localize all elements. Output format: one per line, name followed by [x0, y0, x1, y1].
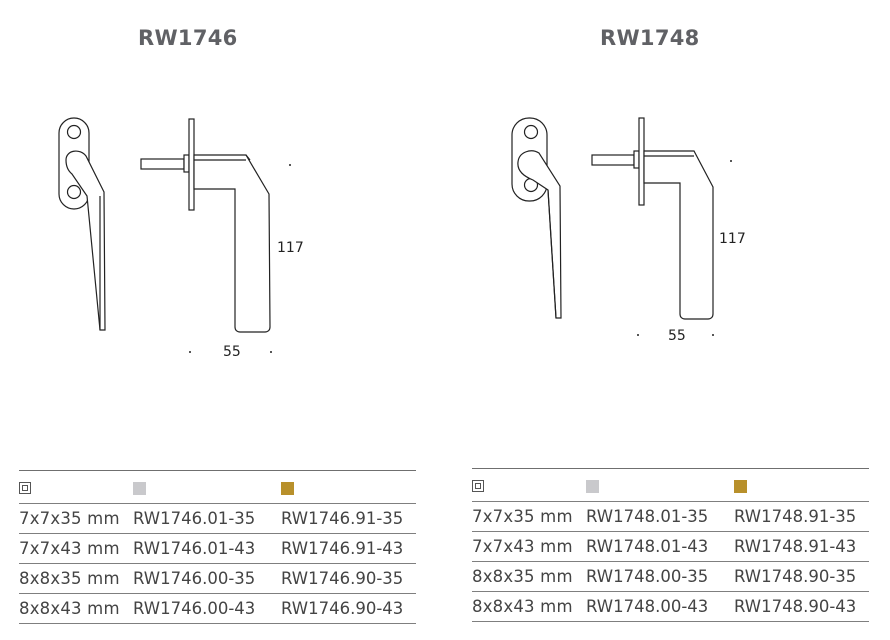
height-dimension: 117	[719, 231, 746, 247]
table-row: 7x7x35 mm RW1748.01-35 RW1748.91-35	[472, 501, 869, 532]
size-cell: 7x7x35 mm	[472, 501, 586, 532]
size-cell: 7x7x43 mm	[472, 531, 586, 562]
product-title: RW1746	[138, 26, 238, 50]
code-cell: RW1748.00-43	[586, 591, 734, 622]
code-cell: RW1748.91-43	[734, 531, 869, 562]
silver-swatch	[586, 479, 599, 493]
table-row: 7x7x35 mm RW1746.01-35 RW1746.91-35	[19, 503, 416, 534]
product-rw1746: RW1746 117 55	[19, 26, 416, 624]
handle-technical-drawing: 117 55	[511, 117, 746, 344]
table-row: 8x8x35 mm RW1748.00-35 RW1748.90-35	[472, 561, 869, 592]
table-row: 8x8x43 mm RW1748.00-43 RW1748.90-43	[472, 591, 869, 622]
code-cell: RW1748.01-35	[586, 501, 734, 532]
code-cell: RW1746.91-35	[281, 503, 416, 534]
size-cell: 7x7x35 mm	[19, 503, 133, 534]
table-row: 8x8x43 mm RW1746.00-43 RW1746.90-43	[19, 593, 416, 624]
table-row: 8x8x35 mm RW1746.00-35 RW1746.90-35	[19, 563, 416, 594]
gold-swatch	[734, 479, 747, 493]
width-dimension: 55	[223, 344, 241, 360]
width-dimension: 55	[668, 328, 686, 344]
code-cell: RW1746.90-43	[281, 593, 416, 624]
variants-table: 7x7x35 mm RW1748.01-35 RW1748.91-35 7x7x…	[472, 468, 869, 622]
product-title: RW1748	[600, 26, 700, 50]
side-view	[140, 118, 271, 333]
code-cell: RW1748.90-35	[734, 561, 869, 592]
table-header-row	[472, 468, 869, 502]
code-cell: RW1746.01-35	[133, 503, 281, 534]
code-cell: RW1748.00-35	[586, 561, 734, 592]
code-cell: RW1746.00-43	[133, 593, 281, 624]
size-cell: 8x8x35 mm	[19, 563, 133, 594]
square-variant-icon	[19, 482, 31, 494]
size-cell: 8x8x43 mm	[19, 593, 133, 624]
height-dimension: 117	[277, 240, 304, 256]
table-row: 7x7x43 mm RW1746.01-43 RW1746.91-43	[19, 533, 416, 564]
table-row: 7x7x43 mm RW1748.01-43 RW1748.91-43	[472, 531, 869, 562]
table-header-row	[19, 470, 416, 504]
product-rw1748: RW1748 117 55	[453, 0, 890, 640]
silver-swatch	[133, 481, 146, 495]
size-cell: 8x8x35 mm	[472, 561, 586, 592]
code-cell: RW1746.00-35	[133, 563, 281, 594]
code-cell: RW1746.01-43	[133, 533, 281, 564]
code-cell: RW1746.91-43	[281, 533, 416, 564]
code-cell: RW1748.01-43	[586, 531, 734, 562]
code-cell: RW1748.90-43	[734, 591, 869, 622]
square-variant-icon	[472, 480, 484, 492]
size-cell: 8x8x43 mm	[472, 591, 586, 622]
side-view	[591, 117, 714, 320]
variants-table: 7x7x35 mm RW1746.01-35 RW1746.91-35 7x7x…	[19, 470, 416, 624]
code-cell: RW1748.91-35	[734, 501, 869, 532]
gold-swatch	[281, 481, 294, 495]
handle-technical-drawing: 117 55	[58, 117, 304, 360]
code-cell: RW1746.90-35	[281, 563, 416, 594]
front-view	[511, 117, 562, 319]
front-view	[58, 117, 106, 331]
size-cell: 7x7x43 mm	[19, 533, 133, 564]
